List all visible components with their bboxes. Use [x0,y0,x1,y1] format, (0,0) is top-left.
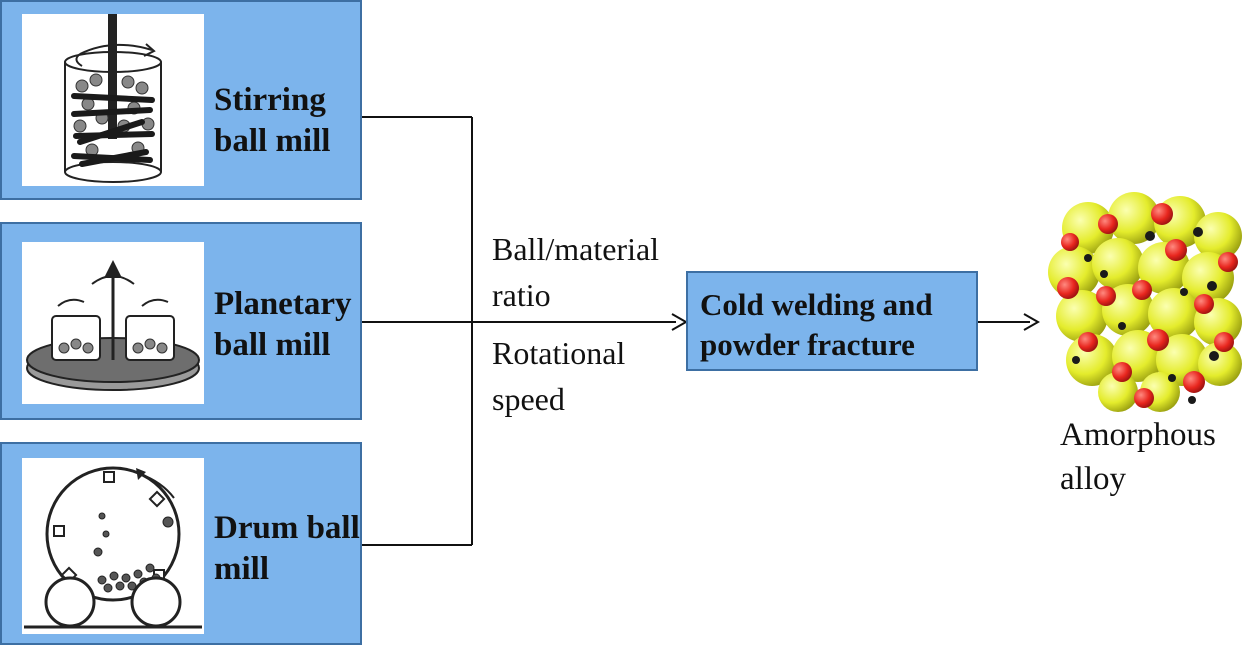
drum-mill-icon [22,458,204,634]
drum-mill-label: Drum ball mill [214,508,360,590]
param-above-line2: ratio [492,277,551,313]
planetary-mill-icon [22,242,204,404]
param-below-line2: speed [492,381,565,417]
parameter-ball-material-ratio: Ball/material ratio [492,226,659,318]
alloy-label-line2: alloy [1060,461,1126,497]
stirring-mill-label-line2: ball mill [214,123,331,159]
drum-mill-label-line2: mill [214,551,269,587]
planetary-mill-label-line1: Planetary [214,286,352,322]
process-box: Cold welding and powder fracture [686,271,978,371]
drum-mill-label-line1: Drum ball [214,510,360,546]
amorphous-alloy-atoms-icon [1048,192,1242,412]
stirring-mill-label: Stirring ball mill [214,80,330,162]
process-line2: powder fracture [700,327,915,362]
planetary-mill-box: Planetary ball mill [0,222,362,420]
parameter-rotational-speed: Rotational speed [492,330,625,422]
param-above-line1: Ball/material [492,231,660,267]
alloy-label-line1: Amorphous [1060,417,1216,453]
arrow-to-alloy-icon [1023,313,1041,331]
planetary-mill-label-line2: ball mill [214,327,331,363]
stirring-mill-label-line1: Stirring [214,82,326,118]
drum-mill-box: Drum ball mill [0,442,362,645]
process-line1: Cold welding and [700,287,933,322]
planetary-mill-label: Planetary ball mill [214,284,351,366]
param-below-line1: Rotational [492,335,626,371]
stirring-mill-icon [22,14,204,186]
stirring-mill-box: Stirring ball mill [0,0,362,200]
amorphous-alloy-label: Amorphous alloy [1060,413,1216,501]
